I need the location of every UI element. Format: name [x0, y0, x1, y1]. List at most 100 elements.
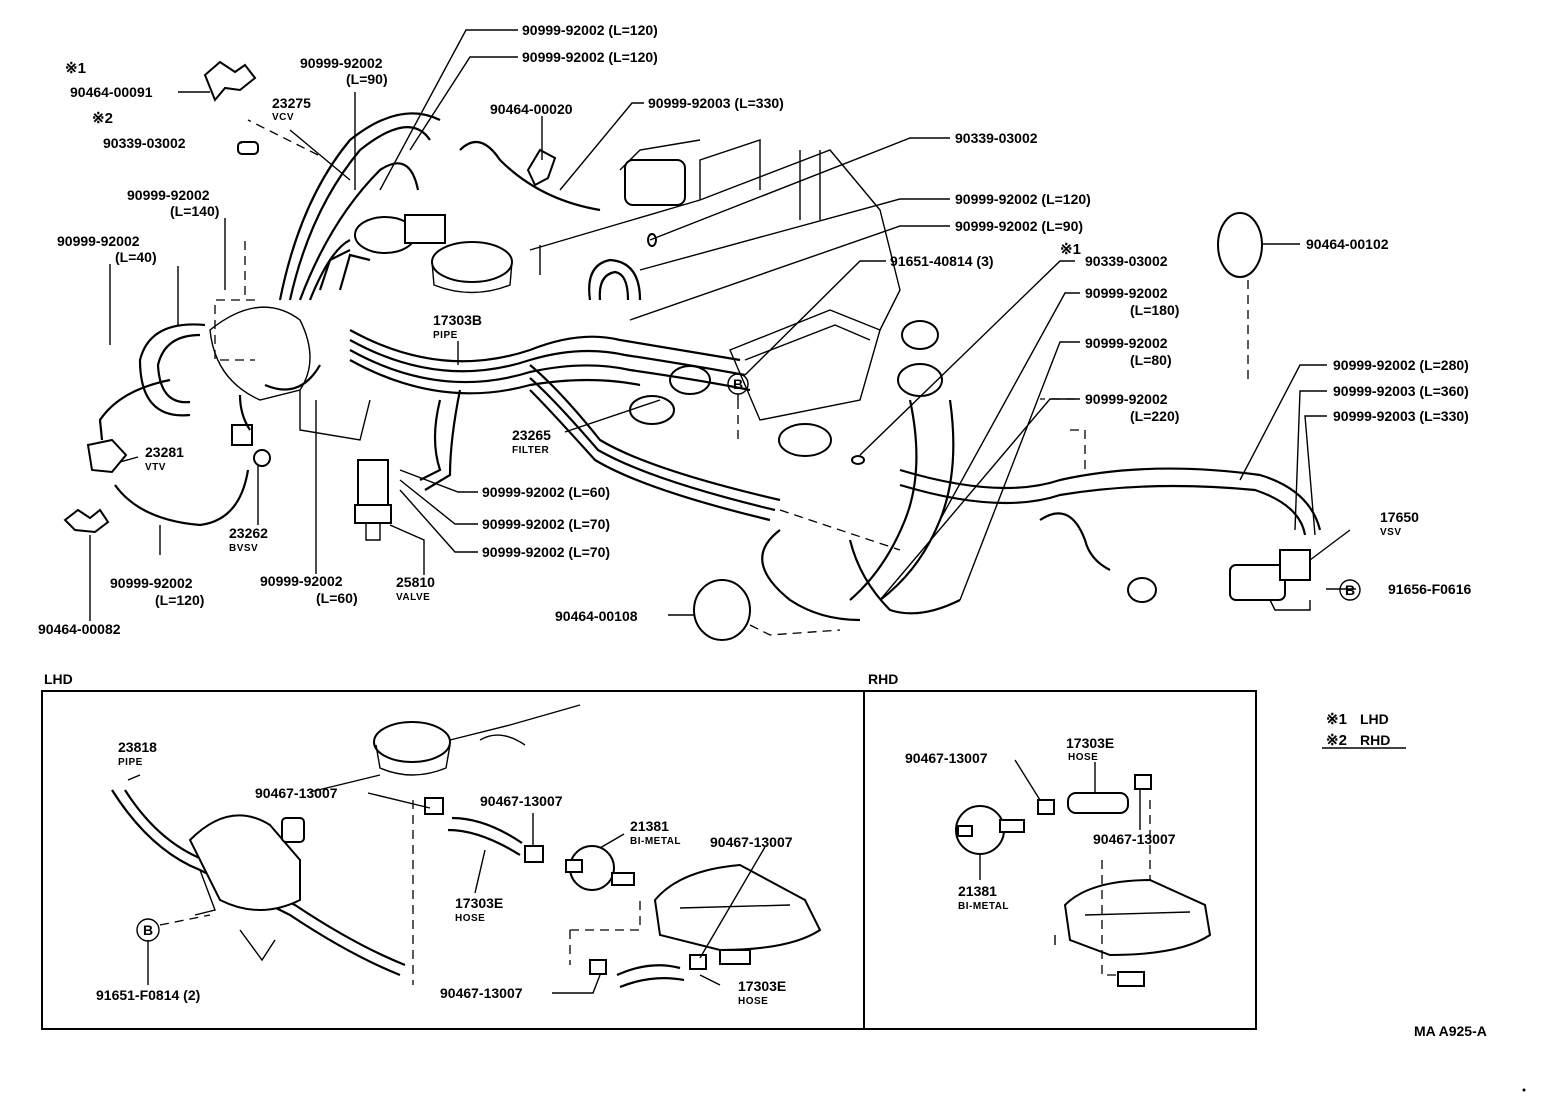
throttle-body: [624, 159, 686, 206]
rhd-label-hose: HOSE: [1068, 752, 1098, 763]
label-90464-00108: 90464-00108: [555, 608, 638, 624]
lhd-label-23818: 23818: [118, 739, 157, 755]
label-92002-l120-b: 90999-92002 (L=120): [522, 49, 658, 65]
filter-23265: [629, 395, 675, 425]
lhd-title: LHD: [44, 671, 73, 687]
lhd-b-marker: B: [136, 918, 160, 942]
lhd-label-bimetal: BI-METAL: [630, 836, 681, 847]
note1-marker-b: ※1: [1060, 241, 1081, 258]
lhd-label-21381: 21381: [630, 818, 669, 834]
label-91656-f0616: 91656-F0616: [1388, 581, 1472, 597]
label-92002-l40: 90999-92002: [57, 233, 140, 249]
label-92002-l90-c: 90999-92002 (L=90): [955, 218, 1083, 234]
vsv-valve: [1229, 564, 1286, 601]
label-25810: 25810: [396, 574, 435, 590]
label-90339-03002-b: 90339-03002: [955, 130, 1038, 146]
lhd-section: LHD: [41, 671, 865, 1030]
pcv-valve: [357, 459, 389, 506]
lhd-label-hose-b: HOSE: [738, 996, 768, 1007]
note1-marker: ※1: [65, 60, 86, 77]
label-23262: 23262: [229, 525, 268, 541]
label-17303b: 17303B: [433, 312, 482, 328]
plug-90339-03002: [237, 141, 259, 155]
label-l90-top: (L=90): [346, 71, 388, 87]
label-92002-l60-b: 90999-92002: [260, 573, 343, 589]
check-valve: [1127, 577, 1157, 603]
clip-90464-00082: [63, 508, 110, 534]
label-92002-l120-d: 90999-92002: [110, 575, 193, 591]
label-92003-l330-b: 90999-92003 (L=330): [1333, 408, 1469, 424]
rhd-frame: [863, 690, 1257, 1030]
actuator-a: [897, 363, 943, 397]
label-l220: (L=220): [1130, 408, 1179, 424]
rhd-label-90467-a: 90467-13007: [905, 750, 988, 766]
bvsv-valve: [231, 424, 253, 446]
label-l120-d: (L=120): [155, 592, 204, 608]
label-92002-l60-a: 90999-92002 (L=60): [482, 484, 610, 500]
label-l140: (L=140): [170, 203, 219, 219]
engine-illustration: [63, 60, 1322, 641]
note2-marker: ※2: [92, 110, 113, 127]
label-92002-l220: 90999-92002: [1085, 391, 1168, 407]
legend-item1-marker: ※1: [1326, 711, 1347, 728]
rhd-hose: [1067, 792, 1129, 814]
label-90464-00082: 90464-00082: [38, 621, 121, 637]
lhd-label-90467-a: 90467-13007: [255, 785, 338, 801]
rhd-label-bimetal: BI-METAL: [958, 901, 1009, 912]
label-92002-l70-b: 90999-92002 (L=70): [482, 544, 610, 560]
label-vtv: VTV: [145, 462, 166, 473]
label-92002-l120-a: 90999-92002 (L=120): [522, 22, 658, 38]
vcv-body: [404, 214, 446, 244]
label-92002-l280: 90999-92002 (L=280): [1333, 357, 1469, 373]
b-marker-engine: B: [727, 373, 749, 395]
b-marker-vsv: B: [1339, 579, 1361, 601]
rhd-title: RHD: [868, 671, 898, 687]
clip-90464-00091: [203, 60, 257, 102]
label-l180: (L=180): [1130, 302, 1179, 318]
label-92002-l180: 90999-92002: [1085, 285, 1168, 301]
clamp-90464-00102: [1217, 212, 1263, 278]
label-l60-b: (L=60): [316, 590, 358, 606]
label-bvsv: BVSV: [229, 543, 258, 554]
lhd-label-90467-c: 90467-13007: [710, 834, 793, 850]
label-90464-00102: 90464-00102: [1306, 236, 1389, 252]
lhd-label-hose-a: HOSE: [455, 913, 485, 924]
leader-lines: [89, 29, 1356, 621]
actuator-b: [901, 320, 939, 350]
clamp-90464-00108: [693, 579, 751, 641]
label-90464-00020: 90464-00020: [490, 101, 573, 117]
legend: ※1 LHD ※2 RHD: [1322, 711, 1406, 749]
lhd-label-17303e-a: 17303E: [455, 895, 503, 911]
legend-item2-marker: ※2: [1326, 732, 1347, 749]
lhd-label-91651-f0814: 91651-F0814 (2): [96, 987, 200, 1003]
svg-text:B: B: [143, 922, 153, 938]
rhd-section: RHD 90467-13007 17303E HOSE 90467-13007 …: [863, 671, 1257, 1030]
label-vcv: VCV: [272, 112, 294, 123]
label-filter: FILTER: [512, 445, 550, 456]
label-92002-l70-a: 90999-92002 (L=70): [482, 516, 610, 532]
label-92002-l120-c: 90999-92002 (L=120): [955, 191, 1091, 207]
lhd-label-17303e-b: 17303E: [738, 978, 786, 994]
distributor: [778, 423, 832, 457]
label-l80: (L=80): [1130, 352, 1172, 368]
label-90464-00091: 90464-00091: [70, 84, 153, 100]
svg-text:B: B: [733, 376, 743, 392]
part-labels: ※1 90464-00091 ※2 90339-03002 23275 VCV …: [38, 22, 1472, 637]
clip-90464-00020: [526, 148, 557, 187]
label-23265: 23265: [512, 427, 551, 443]
vtv-valve: [86, 438, 128, 474]
label-90339-03002-c: 90339-03002: [1085, 253, 1168, 269]
label-90339-03002-a: 90339-03002: [103, 135, 186, 151]
label-valve: VALVE: [396, 592, 430, 603]
rhd-label-90467-b: 90467-13007: [1093, 831, 1176, 847]
label-l40: (L=40): [115, 249, 157, 265]
label-23275: 23275: [272, 95, 311, 111]
label-92003-l360: 90999-92003 (L=360): [1333, 383, 1469, 399]
rhd-label-21381: 21381: [958, 883, 997, 899]
legend-item1-text: LHD: [1360, 711, 1389, 727]
label-92002-l90-top: 90999-92002: [300, 55, 383, 71]
label-92002-l140: 90999-92002: [127, 187, 210, 203]
lhd-label-90467-d: 90467-13007: [440, 985, 523, 1001]
